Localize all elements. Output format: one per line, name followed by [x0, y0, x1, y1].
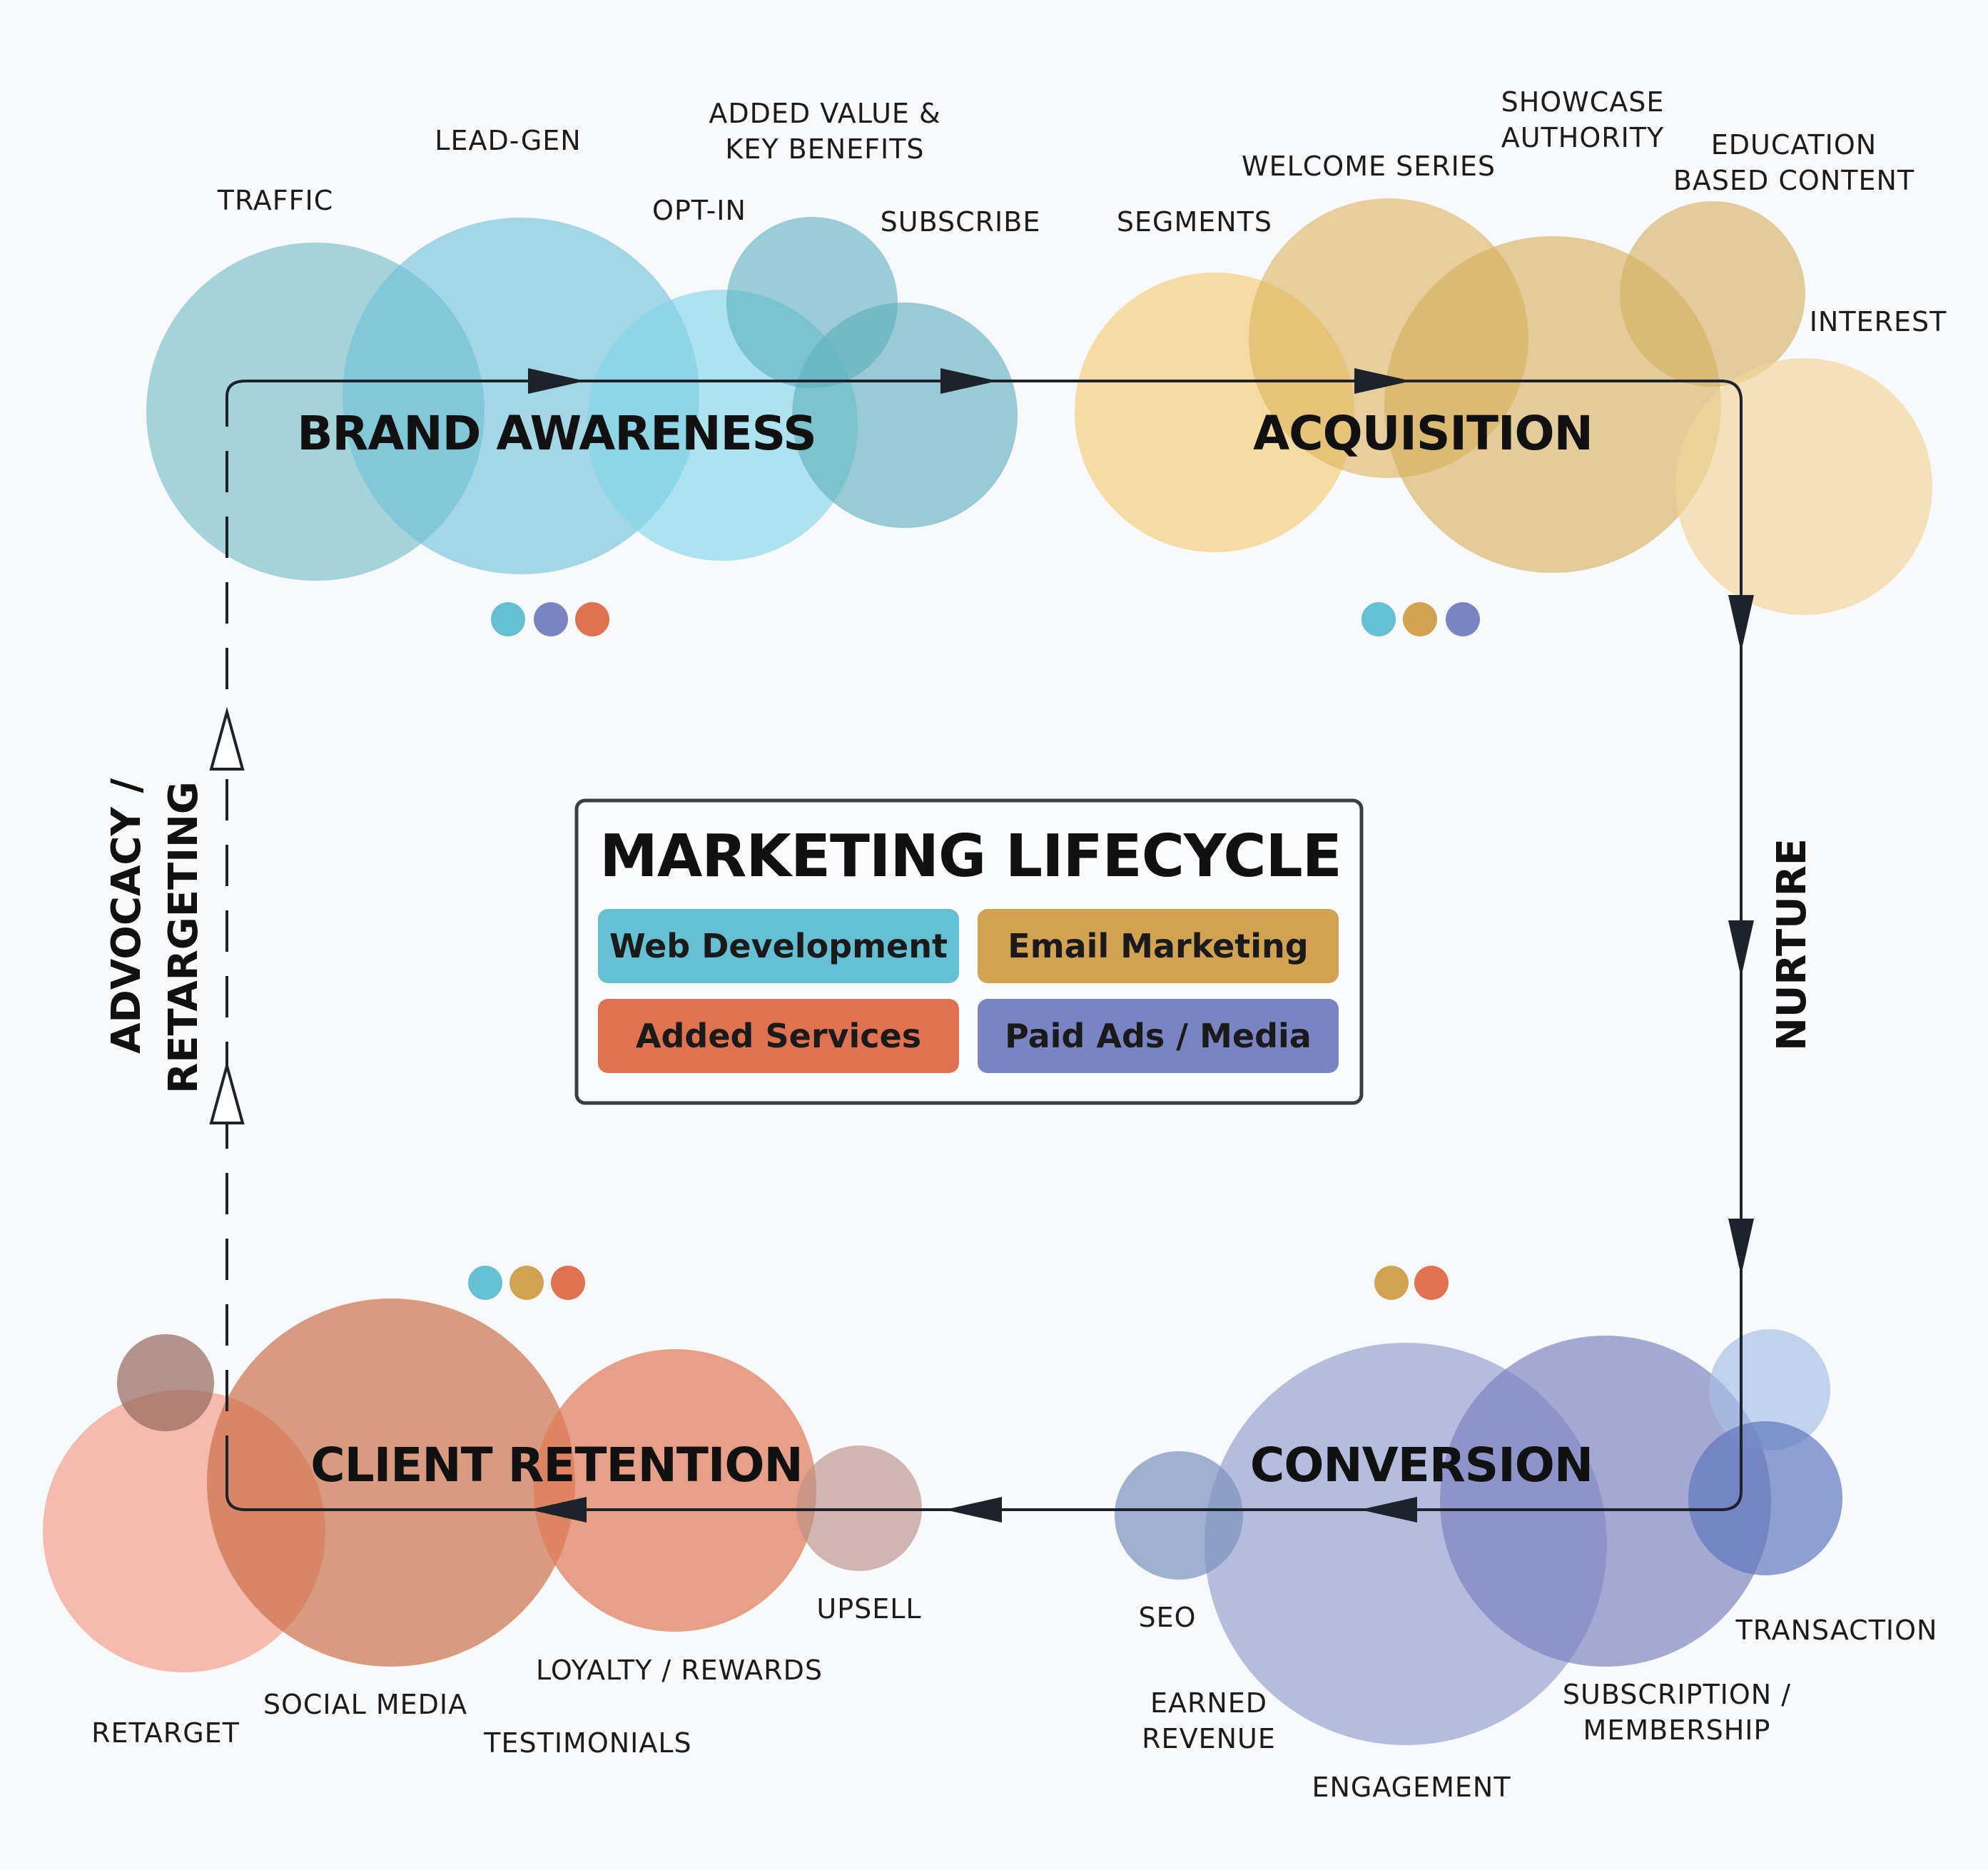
arrow-left-icon	[529, 1497, 587, 1523]
web-development-dot	[1361, 602, 1396, 636]
label-lead-gen: LEAD-GEN	[435, 125, 581, 156]
legend-label-web-development: Web Development	[609, 927, 948, 965]
web-development-dot	[491, 602, 525, 636]
label-education-line2: BASED CONTENT	[1673, 165, 1915, 196]
flow-arrows	[528, 368, 1754, 1523]
arrow-up-outline-icon	[209, 1060, 245, 1124]
legend-swatch-email-marketing	[978, 909, 1339, 983]
legend-swatch-paid-ads	[978, 999, 1339, 1073]
social-media-bubble	[207, 1299, 575, 1667]
stage-title-conversion: CONVERSION	[1250, 1438, 1593, 1493]
earned-revenue-bubble-top	[1709, 1329, 1830, 1450]
label-traffic: TRAFFIC	[217, 185, 334, 216]
arrow-down-icon	[1728, 920, 1754, 977]
label-added-value-line1: ADDED VALUE &	[709, 98, 940, 129]
legend-swatch-web-development	[598, 909, 959, 983]
legend-swatch-added-services	[598, 999, 959, 1073]
stage-title-brand-awareness: BRAND AWARENESS	[297, 406, 816, 461]
added-services-dot	[551, 1266, 585, 1300]
advocacy-arrows	[209, 706, 245, 1124]
subscription-bubble	[1440, 1336, 1771, 1667]
brand-awareness-cluster	[146, 217, 1018, 581]
label-retarget: RETARGET	[91, 1717, 240, 1749]
arrow-right-icon	[940, 368, 998, 394]
education-bubble	[1620, 201, 1805, 387]
transaction-bubble	[1688, 1421, 1842, 1575]
advocacy-label-line2: RETARGETING	[161, 781, 207, 1094]
label-engagement: ENGAGEMENT	[1312, 1772, 1511, 1803]
legend-label-paid-ads: Paid Ads / Media	[1005, 1017, 1312, 1055]
legend-box: MARKETING LIFECYCLE Web Development Emai…	[574, 798, 1364, 1105]
label-showcase-line1: SHOWCASE	[1501, 86, 1665, 118]
label-education-line1: EDUCATION	[1711, 129, 1877, 161]
paid-ads-dot	[1446, 602, 1480, 636]
label-showcase-line2: AUTHORITY	[1501, 122, 1665, 153]
arrow-down-icon	[1728, 1219, 1754, 1276]
arrow-right-icon	[1354, 368, 1411, 394]
conversion-cluster	[1115, 1329, 1842, 1745]
email-marketing-dot	[1374, 1266, 1409, 1300]
label-segments: SEGMENTS	[1117, 206, 1272, 238]
loyalty-bubble	[534, 1349, 816, 1632]
label-interest: INTEREST	[1810, 306, 1947, 337]
arrow-up-outline-icon	[209, 706, 245, 771]
subscribe-bubble	[792, 303, 1018, 528]
label-opt-in: OPT-IN	[652, 195, 746, 226]
label-upsell: UPSELL	[816, 1593, 921, 1625]
email-marketing-dot	[1403, 602, 1437, 636]
label-earned-line2: REVENUE	[1142, 1723, 1276, 1754]
brand-awareness-dots	[491, 602, 609, 636]
arrow-left-icon	[945, 1497, 1002, 1523]
label-subscribe: SUBSCRIBE	[881, 206, 1041, 238]
label-welcome-series: WELCOME SERIES	[1242, 151, 1496, 182]
advocacy-label-line1: ADVOCACY /	[103, 778, 150, 1054]
label-earned-line1: EARNED	[1150, 1687, 1267, 1719]
legend-label-added-services: Added Services	[636, 1017, 921, 1055]
label-subscription-line1: SUBSCRIPTION /	[1563, 1679, 1791, 1710]
interest-bubble	[1675, 358, 1932, 615]
label-added-value-line2: KEY BENEFITS	[725, 133, 924, 165]
label-testimonials: TESTIMONIALS	[483, 1727, 691, 1759]
legend-label-email-marketing: Email Marketing	[1008, 927, 1308, 965]
added-services-dot	[575, 602, 609, 636]
label-social-media: SOCIAL MEDIA	[263, 1689, 467, 1720]
conversion-dots	[1374, 1266, 1449, 1300]
email-marketing-dot	[509, 1266, 544, 1300]
acquisition-dots	[1361, 602, 1480, 636]
item-labels: TRAFFIC LEAD-GEN ADDED VALUE & KEY BENEF…	[91, 86, 1947, 1803]
web-development-dot	[468, 1266, 502, 1300]
label-loyalty: LOYALTY / REWARDS	[536, 1655, 823, 1686]
paid-ads-dot	[534, 602, 568, 636]
stage-title-acquisition: ACQUISITION	[1253, 406, 1593, 461]
client-retention-cluster	[43, 1299, 922, 1672]
stage-title-client-retention: CLIENT RETENTION	[310, 1438, 803, 1493]
arrow-left-icon	[1360, 1497, 1417, 1523]
nurture-label: NURTURE	[1769, 838, 1815, 1051]
legend-title: MARKETING LIFECYCLE	[599, 823, 1342, 890]
seo-bubble	[1115, 1451, 1243, 1580]
retarget-small-bubble	[117, 1334, 214, 1431]
arrow-right-icon	[528, 368, 585, 394]
label-seo: SEO	[1138, 1602, 1196, 1633]
label-subscription-line2: MEMBERSHIP	[1583, 1714, 1771, 1746]
arrow-down-icon	[1728, 595, 1754, 652]
client-retention-dots	[468, 1266, 585, 1300]
added-services-dot	[1414, 1266, 1449, 1300]
label-transaction: TRANSACTION	[1735, 1615, 1938, 1646]
